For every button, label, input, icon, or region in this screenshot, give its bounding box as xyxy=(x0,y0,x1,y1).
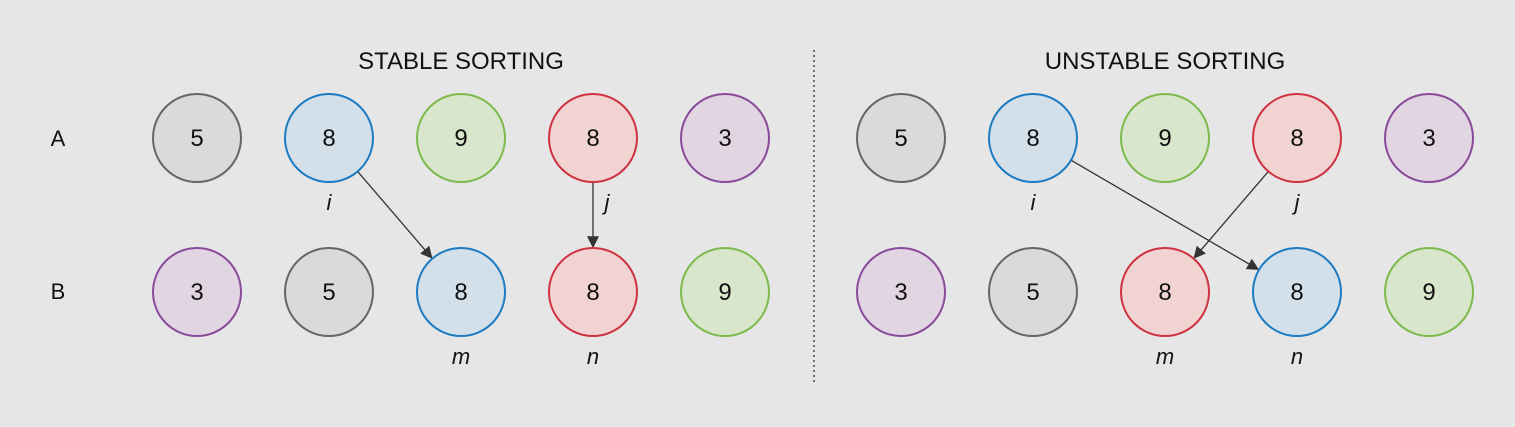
stable-row-a-node-5 xyxy=(680,93,770,183)
unstable-row-b-node-4-value: 8 xyxy=(1290,279,1303,306)
stable-row-b-node-1-value: 3 xyxy=(190,279,203,306)
stable-row-a-node-2-value: 8 xyxy=(322,125,335,152)
stable-row-b-node-2 xyxy=(284,247,374,337)
stable-row-b-node-4 xyxy=(548,247,638,337)
stable-row-b-node-5-value: 9 xyxy=(718,279,731,306)
stable-row-b-node-3-value: 8 xyxy=(454,279,467,306)
stable-row-b-node-1 xyxy=(152,247,242,337)
row-label-a: A xyxy=(51,126,66,151)
stable-row-a-node-3-value: 9 xyxy=(454,125,467,152)
unstable-row-a-node-3 xyxy=(1120,93,1210,183)
stable-index-label-n: n xyxy=(587,344,599,369)
unstable-row-a-node-5-value: 3 xyxy=(1422,125,1435,152)
unstable-row-a-node-1 xyxy=(856,93,946,183)
stable-row-a-node-1 xyxy=(152,93,242,183)
unstable-row-b-node-3-value: 8 xyxy=(1158,279,1171,306)
stable-row-b-node-5 xyxy=(680,247,770,337)
unstable-row-a-node-4 xyxy=(1252,93,1342,183)
unstable-row-b-node-5 xyxy=(1384,247,1474,337)
stable-index-label-j: j xyxy=(602,190,611,215)
stable-row-a-node-5-value: 3 xyxy=(718,125,731,152)
stable-index-label-m: m xyxy=(452,344,470,369)
unstable-row-b-node-2-value: 5 xyxy=(1026,279,1039,306)
unstable-row-a-node-1-value: 5 xyxy=(894,125,907,152)
stable-row-a-node-4-value: 8 xyxy=(586,125,599,152)
unstable-row-a-node-4-value: 8 xyxy=(1290,125,1303,152)
unstable-row-a-node-3-value: 9 xyxy=(1158,125,1171,152)
row-label-b: B xyxy=(51,279,66,304)
unstable-arrow-1 xyxy=(1070,159,1260,270)
unstable-sorting-panel: 5 8 i 9 8 j 3 3 5 8 m 8 n 9 xyxy=(856,93,1474,369)
stable-arrow-1 xyxy=(357,170,433,259)
unstable-row-b-node-4 xyxy=(1252,247,1342,337)
unstable-row-a-node-2 xyxy=(988,93,1078,183)
unstable-row-a-node-5 xyxy=(1384,93,1474,183)
unstable-row-b-node-5-value: 9 xyxy=(1422,279,1435,306)
stable-row-b-node-2-value: 5 xyxy=(322,279,335,306)
stable-row-a-node-1-value: 5 xyxy=(190,125,203,152)
unstable-row-b-node-1-value: 3 xyxy=(894,279,907,306)
unstable-row-b-node-3 xyxy=(1120,247,1210,337)
stable-row-b-node-4-value: 8 xyxy=(586,279,599,306)
unstable-arrow-2 xyxy=(1193,170,1269,259)
unstable-index-label-m: m xyxy=(1156,344,1174,369)
stable-sorting-panel: 5 8 i 9 8 j 3 3 5 8 m 8 n 9 xyxy=(152,93,770,369)
stable-row-a-node-4 xyxy=(548,93,638,183)
stable-index-label-i: i xyxy=(327,190,333,215)
unstable-row-a-node-2-value: 8 xyxy=(1026,125,1039,152)
unstable-row-b-node-1 xyxy=(856,247,946,337)
stable-sorting-title: STABLE SORTING xyxy=(358,48,564,75)
stable-row-a-node-3 xyxy=(416,93,506,183)
unstable-index-label-n: n xyxy=(1291,344,1303,369)
unstable-row-b-node-2 xyxy=(988,247,1078,337)
stable-row-a-node-2 xyxy=(284,93,374,183)
unstable-index-label-j: j xyxy=(1292,190,1301,215)
unstable-sorting-title: UNSTABLE SORTING xyxy=(1045,48,1286,75)
stable-row-b-node-3 xyxy=(416,247,506,337)
unstable-index-label-i: i xyxy=(1031,190,1037,215)
